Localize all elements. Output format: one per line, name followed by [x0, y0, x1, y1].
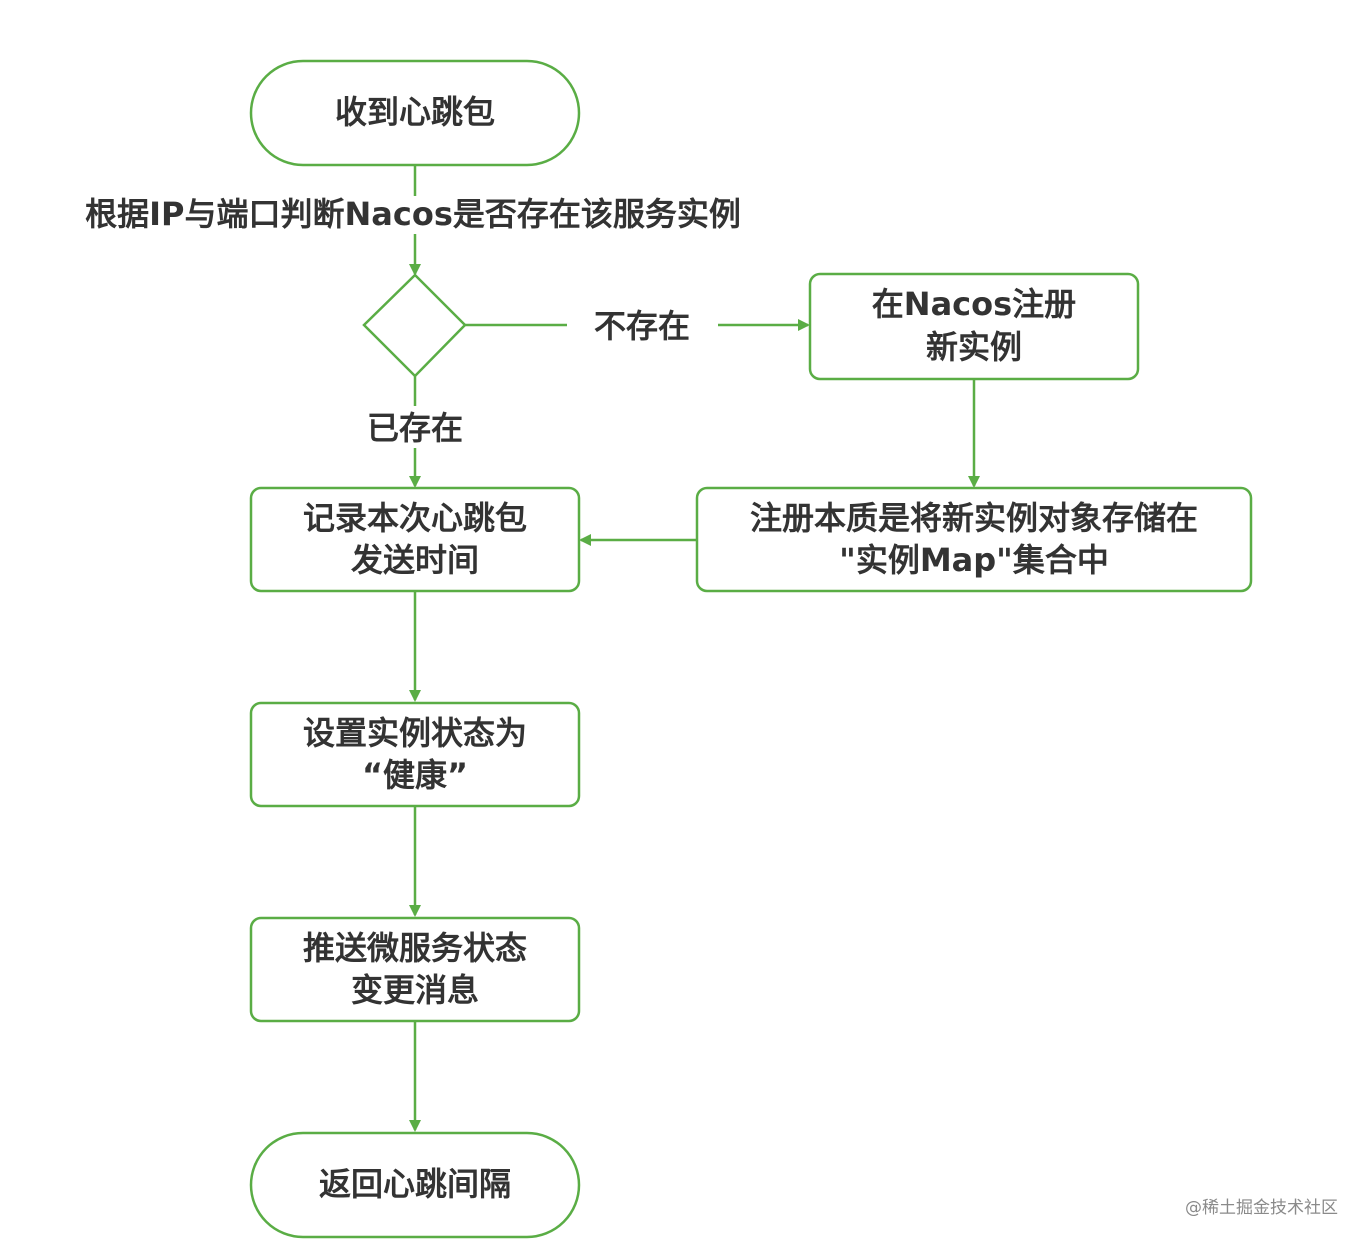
register-node-label-line1: 在Nacos注册: [872, 285, 1076, 323]
push-node: [249, 916, 581, 1023]
start-node: [249, 59, 581, 167]
edges: [409, 166, 980, 1132]
healthy-node-label-line1: 设置实例状态为: [303, 714, 527, 752]
check-edge-label: 根据IP与端口判断Nacos是否存在该服务实例: [85, 195, 741, 233]
node-texts: 收到心跳包 在Nacos注册 新实例 记录本次心跳包 发送时间 注册本质是将新实…: [303, 93, 1198, 1203]
healthy-node-label-line2: “健康”: [362, 756, 468, 794]
watermark: @稀土掘金技术社区: [1185, 1198, 1338, 1218]
register-node-label-line2: 新实例: [926, 328, 1022, 366]
end-node: [249, 1131, 581, 1239]
essence-node: [695, 486, 1253, 593]
push-node-label-line2: 变更消息: [351, 971, 479, 1009]
essence-node-label-line2: "实例Map"集合中: [839, 541, 1109, 579]
record-node-label-line1: 记录本次心跳包: [303, 499, 527, 537]
end-node-label: 返回心跳间隔: [319, 1165, 511, 1203]
record-node-label-line2: 发送时间: [351, 541, 479, 579]
register-node: [808, 272, 1140, 381]
record-node: [249, 486, 581, 593]
edge-texts: 根据IP与端口判断Nacos是否存在该服务实例 不存在 已存在: [85, 195, 741, 447]
healthy-node: [249, 701, 581, 808]
nodes: [249, 59, 1253, 1239]
decision-node: [362, 273, 467, 378]
start-node-label: 收到心跳包: [335, 93, 495, 131]
exists-edge-label: 已存在: [367, 409, 463, 447]
push-node-label-line1: 推送微服务状态: [303, 929, 527, 967]
not-exist-edge-label: 不存在: [594, 307, 690, 345]
essence-node-label-line1: 注册本质是将新实例对象存储在: [750, 499, 1198, 537]
